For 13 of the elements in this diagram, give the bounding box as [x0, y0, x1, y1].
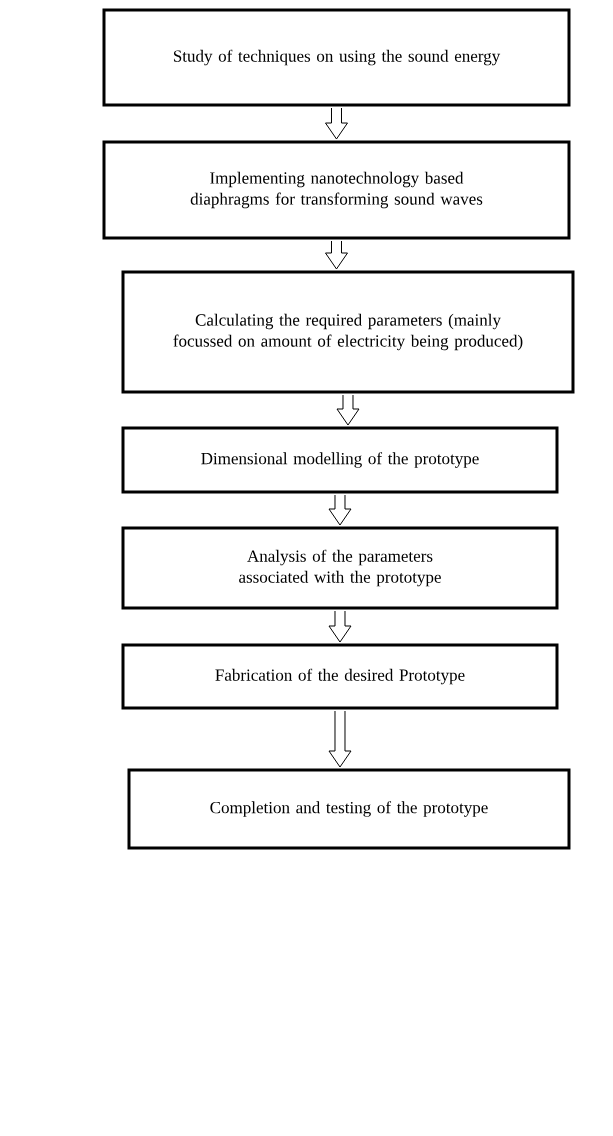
hollow-arrow	[336, 394, 360, 426]
hollow-arrow	[328, 710, 352, 768]
hollow-arrow	[325, 240, 348, 270]
process-box: Fabrication of the desired Prototype	[121, 643, 559, 710]
hollow-arrow	[328, 494, 352, 526]
process-box: Dimensional modelling of the prototype	[121, 426, 559, 494]
hollow-arrow	[325, 107, 348, 140]
hollow-arrow	[328, 610, 352, 643]
process-box: Study of techniques on using the sound energy	[102, 8, 571, 107]
process-box: Completion and testing of the prototype	[127, 768, 571, 850]
process-box: Calculating the required parameters (mainly focussed on amount of electricity being produced)	[121, 270, 575, 394]
process-box: Analysis of the parameters associated with the prototype	[121, 526, 559, 610]
process-box: Implementing nanotechnology based diaphragms for transforming sound waves	[102, 140, 571, 240]
